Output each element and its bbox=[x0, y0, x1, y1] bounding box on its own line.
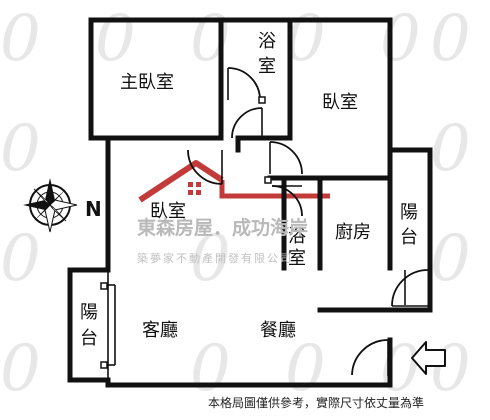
walls bbox=[67, 17, 433, 388]
label-bath-small: 浴 室 bbox=[288, 226, 312, 269]
svg-text:0: 0 bbox=[0, 112, 41, 186]
svg-text:0: 0 bbox=[380, 332, 421, 406]
svg-text:0: 0 bbox=[430, 222, 471, 296]
svg-text:0: 0 bbox=[430, 112, 471, 186]
label-bedroom-left: 臥室 bbox=[150, 201, 186, 222]
label-living-room: 客廳 bbox=[142, 320, 178, 341]
label-balcony-right: 陽 台 bbox=[400, 202, 424, 248]
svg-text:0: 0 bbox=[190, 332, 231, 406]
svg-text:0: 0 bbox=[0, 222, 41, 296]
svg-text:0: 0 bbox=[95, 2, 136, 76]
label-balcony-left: 陽 台 bbox=[80, 302, 104, 349]
compass-rose-icon bbox=[23, 178, 78, 233]
svg-text:0: 0 bbox=[190, 2, 231, 76]
bedroom-right-door[interactable] bbox=[269, 141, 303, 175]
svg-text:0: 0 bbox=[380, 2, 421, 76]
label-master-bedroom: 主臥室 bbox=[120, 72, 174, 93]
label-kitchen: 廚房 bbox=[335, 221, 371, 243]
master-bedroom-door[interactable] bbox=[231, 107, 263, 139]
label-bath-top: 浴 室 bbox=[258, 31, 282, 77]
svg-text:0: 0 bbox=[0, 332, 41, 406]
entrance-door[interactable] bbox=[351, 339, 389, 376]
doors bbox=[100, 67, 429, 376]
company-sub-watermark: 築夢家不動產開發有限公司 bbox=[137, 251, 293, 265]
small-bath-door[interactable] bbox=[271, 185, 303, 217]
bedroom-left-door[interactable] bbox=[187, 149, 223, 185]
company-name-watermark: 東森房屋．成功海岸 bbox=[137, 216, 308, 239]
label-dining-room: 餐廳 bbox=[260, 320, 296, 341]
svg-text:0: 0 bbox=[285, 332, 326, 406]
north-label: N bbox=[85, 197, 102, 221]
bath-door[interactable] bbox=[227, 67, 261, 101]
entrance-arrow-icon bbox=[411, 341, 446, 375]
svg-text:0: 0 bbox=[190, 222, 231, 296]
svg-text:0: 0 bbox=[430, 332, 471, 406]
background-watermark-pattern: 0 0 0 0 0 0 0 0 0 0 0 0 0 0 0 0 bbox=[0, 2, 471, 406]
svg-text:0: 0 bbox=[0, 2, 41, 76]
disclaimer-note: 本格局圖僅供參考，實際尺寸依丈量為準 bbox=[208, 395, 424, 410]
label-bedroom-right: 臥室 bbox=[322, 92, 358, 113]
interior-lines bbox=[107, 270, 406, 380]
balcony-right-door[interactable] bbox=[391, 269, 429, 307]
svg-text:0: 0 bbox=[430, 2, 471, 76]
